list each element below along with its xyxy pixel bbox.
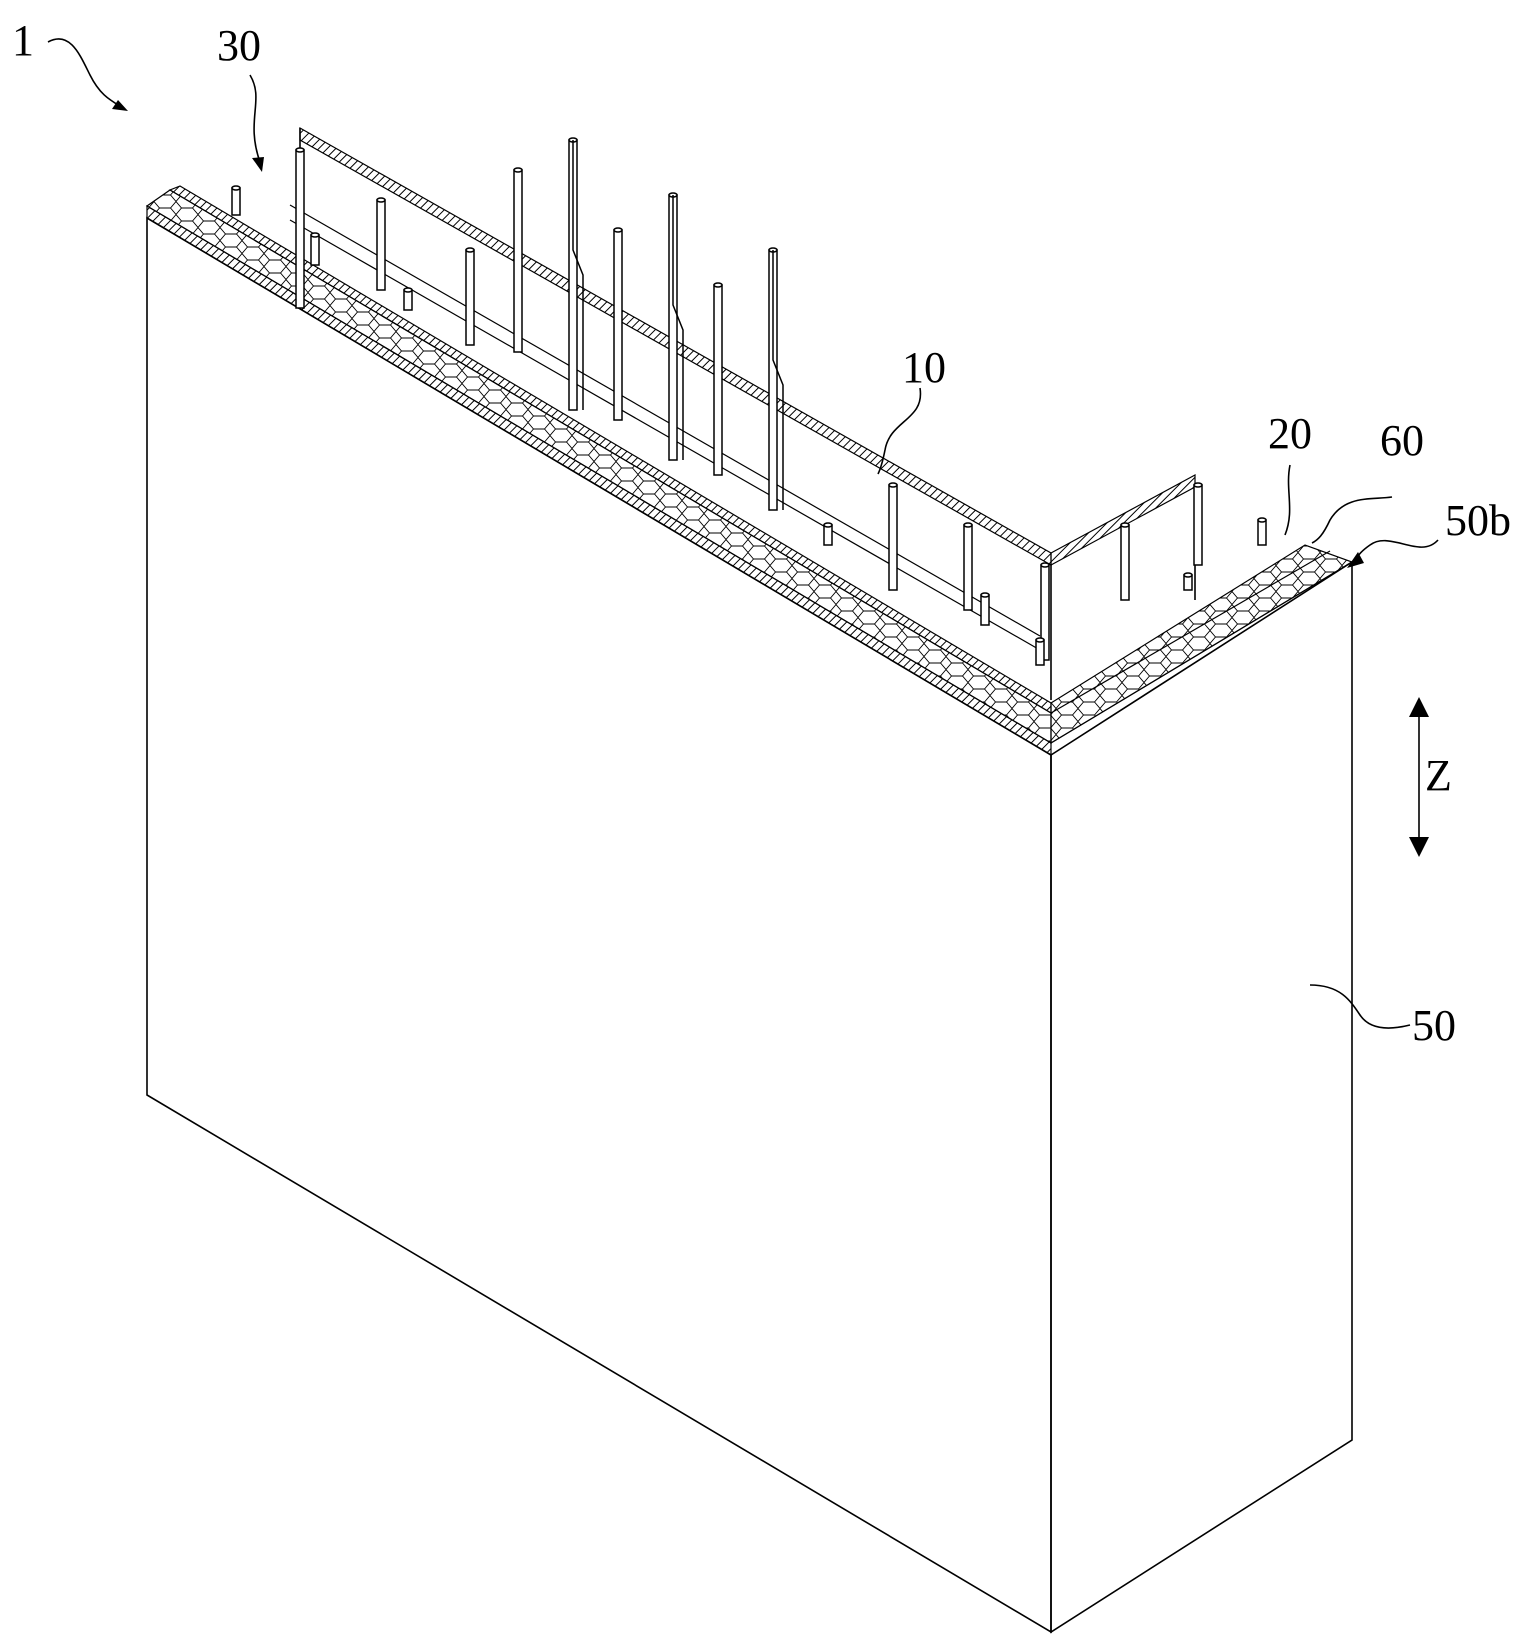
rebar-rod <box>403 289 413 311</box>
inner-wythe <box>289 126 1196 700</box>
rebar-rod <box>1035 639 1045 666</box>
rebar-rod <box>1257 519 1267 546</box>
rebar-rod <box>231 187 241 216</box>
rebar-rod-cap <box>295 147 305 153</box>
rebar-rod-cap <box>231 185 241 191</box>
leaders <box>47 38 1439 1029</box>
rebar-rod-cap <box>713 282 723 288</box>
rebar-rod <box>888 484 898 591</box>
tie-bar-b <box>289 204 1041 637</box>
rebar-rod <box>713 284 723 476</box>
leader-20 <box>1284 464 1291 536</box>
label-insulation: 60 <box>1380 416 1424 465</box>
arrowhead-1 <box>112 100 128 111</box>
rebar-rod <box>1120 524 1130 601</box>
wall-front-face <box>146 216 1052 1634</box>
bent-rebar <box>572 140 584 410</box>
rebar-rod-cap <box>1257 517 1267 523</box>
side-strip-edge <box>1050 550 1331 714</box>
arrowhead-30 <box>252 157 264 172</box>
leader-10 <box>877 387 922 475</box>
rebar-rod-cap <box>980 592 990 598</box>
arrowhead-50b <box>1347 552 1364 568</box>
wall-side-face <box>1050 560 1353 1634</box>
side-strip-outer-edge <box>1050 561 1353 744</box>
rebar-rod <box>295 149 305 309</box>
wall-panel <box>146 216 1353 1634</box>
rebar-rod-cap <box>1040 562 1050 568</box>
steel-cage <box>231 137 1267 666</box>
tie-bar-a <box>289 219 1041 651</box>
insulation-strip-front <box>145 189 1052 745</box>
rebar-rod-cap <box>376 197 386 203</box>
rebar-rod <box>376 199 386 291</box>
leader-50 <box>1309 984 1411 1029</box>
rebar-rod <box>310 234 320 266</box>
rebar-rod <box>513 169 523 353</box>
rebar-rod-cap <box>1035 637 1045 643</box>
insulation-strip-side <box>1050 544 1354 745</box>
rebar-rod <box>465 249 475 346</box>
label-assembly: 1 <box>12 16 34 65</box>
rebar-rod-cap <box>403 287 413 293</box>
rebar-rod-cap <box>1120 522 1130 528</box>
leader-60 <box>1311 496 1393 544</box>
label-first-layer: 10 <box>902 343 946 392</box>
top-layers <box>145 185 1354 757</box>
rebar-rod-cap <box>963 522 973 528</box>
leader-50b <box>1354 539 1439 561</box>
z-arrow-down <box>1409 837 1429 857</box>
label-direction: Z <box>1425 751 1452 800</box>
leader-1 <box>47 38 124 109</box>
rebar-rod-cap <box>823 522 833 528</box>
label-steel-cage: 30 <box>217 21 261 70</box>
z-direction-arrow <box>1409 697 1429 857</box>
rebar-rod-cap <box>513 167 523 173</box>
rebar-rod-cap <box>465 247 475 253</box>
leader-30 <box>249 74 261 163</box>
z-arrow-up <box>1409 697 1429 717</box>
bent-rebar <box>672 195 684 460</box>
rebar-rod-cap <box>1183 572 1193 578</box>
rebar-rod <box>613 229 623 421</box>
bent-rebar <box>772 250 784 510</box>
label-top-face: 50b <box>1445 496 1511 545</box>
rebar-rod-cap <box>1193 482 1203 488</box>
rebar-rod <box>963 524 973 611</box>
rebar-rod <box>823 524 833 546</box>
rebar-rod-cap <box>310 232 320 238</box>
label-wall-panel: 50 <box>1412 1001 1456 1050</box>
rebar-rod-cap <box>613 227 623 233</box>
rebar-rod-cap <box>888 482 898 488</box>
label-second-layer: 20 <box>1268 409 1312 458</box>
rebar-rod <box>1193 484 1203 566</box>
rebar-rod <box>980 594 990 626</box>
